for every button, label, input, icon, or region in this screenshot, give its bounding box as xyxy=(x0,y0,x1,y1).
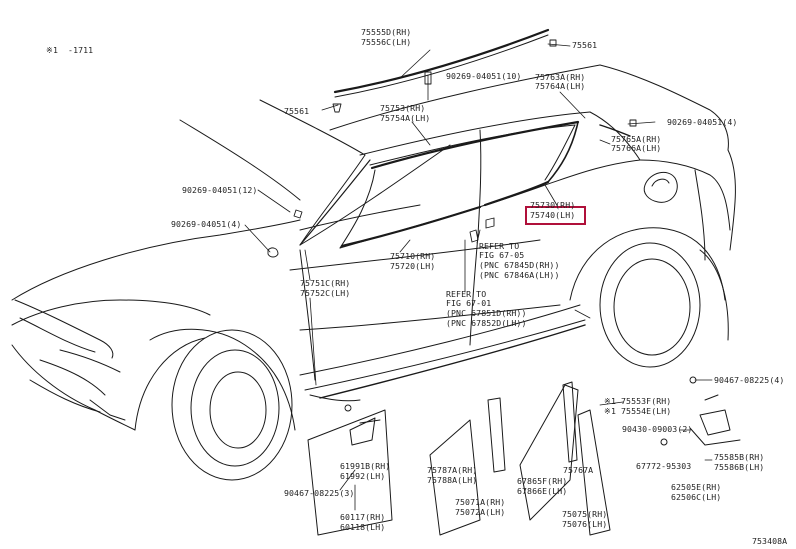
label-75766A-lh[interactable]: 75766A(LH) xyxy=(611,143,662,153)
label-60118-lh[interactable]: 60118(LH) xyxy=(340,522,386,532)
label-90467-4[interactable]: 90467-08225(4) xyxy=(714,375,785,385)
label-75555D-rh[interactable]: 75555D(RH) xyxy=(361,27,412,37)
label-75765A-rh[interactable]: 75765A(RH) xyxy=(611,134,662,144)
label-75720-lh[interactable]: 75720(LH) xyxy=(390,261,436,271)
label-90269-4-right[interactable]: 90269-04051(4) xyxy=(667,117,738,127)
label-75556C-lh[interactable]: 75556C(LH) xyxy=(361,37,412,47)
refer-fig-67-01-line3: (PNC 67851D(RH)) xyxy=(446,308,527,318)
refer-fig-67-05-line2[interactable]: FIG 67-05 xyxy=(479,250,525,260)
label-67772[interactable]: 67772-95303 xyxy=(636,461,692,471)
label-90430[interactable]: 90430-09003(2) xyxy=(622,424,693,434)
label-90269-12[interactable]: 90269-04051(12) xyxy=(182,185,258,195)
label-75730-rh[interactable]: 75730(RH) xyxy=(530,200,576,210)
label-75751C-rh[interactable]: 75751C(RH) xyxy=(300,278,351,288)
refer-fig-67-05-line4: (PNC 67846A(LH)) xyxy=(479,270,560,280)
label-75586B-lh[interactable]: 75586B(LH) xyxy=(714,462,765,472)
label-75764A-lh[interactable]: 75764A(LH) xyxy=(535,81,586,91)
refer-fig-67-01-line2[interactable]: FIG 67-01 xyxy=(446,298,492,308)
refer-fig-67-05-line3: (PNC 67845D(RH)) xyxy=(479,260,560,270)
figure-code: 753408A xyxy=(752,536,788,546)
footnote-mark: ※1 -1711 xyxy=(46,45,94,55)
label-75740-lh[interactable]: 75740(LH) xyxy=(530,210,576,220)
label-62505E-rh[interactable]: 62505E(RH) xyxy=(671,482,722,492)
label-75554E-lh[interactable]: ※1 75554E(LH) xyxy=(604,406,672,416)
label-75076-lh[interactable]: 75076(LH) xyxy=(562,519,608,529)
fasteners xyxy=(267,39,697,412)
label-75585B-rh[interactable]: 75585B(RH) xyxy=(714,452,765,462)
label-75752C-lh[interactable]: 75752C(LH) xyxy=(300,288,351,298)
label-75710-rh[interactable]: 75710(RH) xyxy=(390,251,436,261)
label-90269-4-left[interactable]: 90269-04051(4) xyxy=(171,219,242,229)
label-75754A-lh[interactable]: 75754A(LH) xyxy=(380,113,431,123)
label-75753-rh[interactable]: 75753(RH) xyxy=(380,103,426,113)
label-75561-top[interactable]: 75561 xyxy=(572,40,598,50)
label-60117-rh[interactable]: 60117(RH) xyxy=(340,512,386,522)
label-75072A-lh[interactable]: 75072A(LH) xyxy=(455,507,506,517)
leader-lines xyxy=(244,43,713,511)
label-61992-lh[interactable]: 61992(LH) xyxy=(340,471,386,481)
highlighted-part-box xyxy=(525,206,586,225)
moldings xyxy=(299,28,631,399)
label-75767A[interactable]: 75767A xyxy=(563,465,594,475)
label-75071A-rh[interactable]: 75071A(RH) xyxy=(455,497,506,507)
refer-fig-67-01-line1[interactable]: REFER TO xyxy=(446,289,487,299)
refer-fig-67-01-line4: (PNC 67852D(LH)) xyxy=(446,318,527,328)
label-67865F-rh[interactable]: 67865F(RH) xyxy=(517,476,568,486)
label-75763A-rh[interactable]: 75763A(RH) xyxy=(535,72,586,82)
car-body xyxy=(11,64,736,481)
label-90467-3[interactable]: 90467-08225(3) xyxy=(284,488,355,498)
label-90269-10[interactable]: 90269-04051(10) xyxy=(446,71,522,81)
label-75788A-lh[interactable]: 75788A(LH) xyxy=(427,475,478,485)
refer-fig-67-05-line1[interactable]: REFER TO xyxy=(479,241,520,251)
label-75553F-rh[interactable]: ※1 75553F(RH) xyxy=(604,396,672,406)
detail-parts xyxy=(307,381,741,536)
label-67866E-lh[interactable]: 67866E(LH) xyxy=(517,486,568,496)
label-75561-left[interactable]: 75561 xyxy=(284,106,310,116)
label-61991B-rh[interactable]: 61991B(RH) xyxy=(340,461,391,471)
label-75787A-rh[interactable]: 75787A(RH) xyxy=(427,465,478,475)
label-75075-rh[interactable]: 75075(RH) xyxy=(562,509,608,519)
label-62506C-lh[interactable]: 62506C(LH) xyxy=(671,492,722,502)
